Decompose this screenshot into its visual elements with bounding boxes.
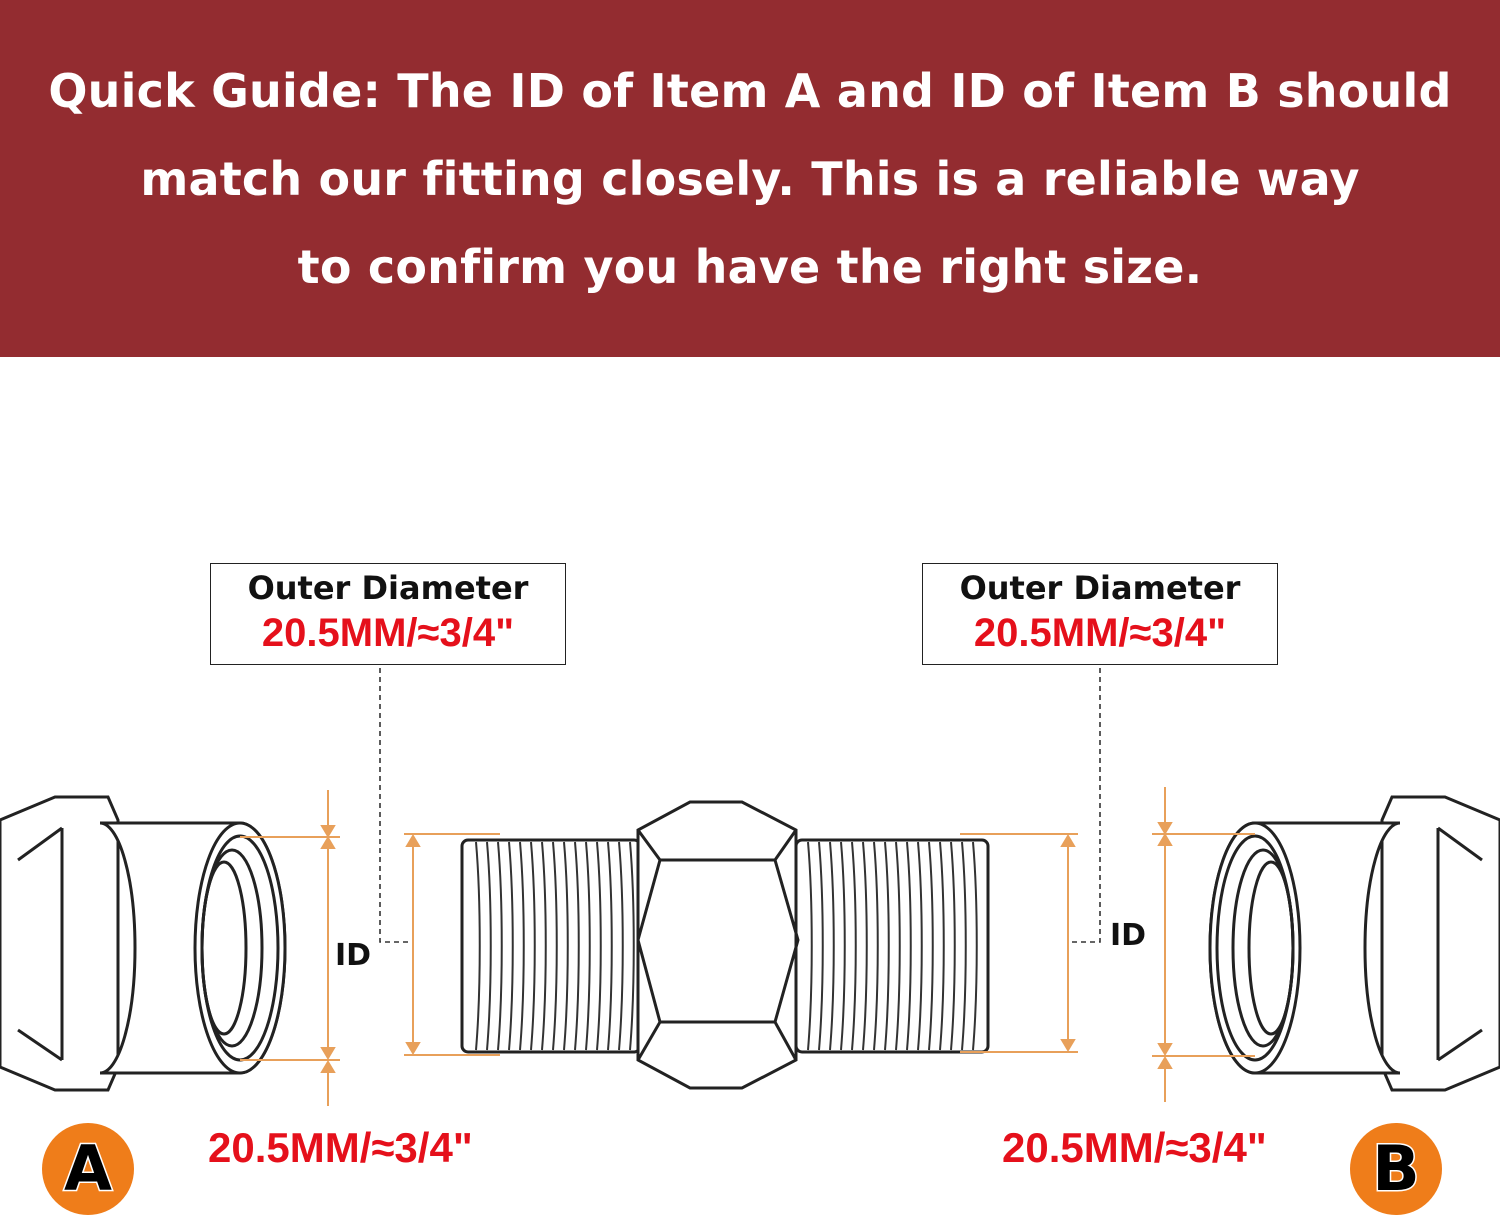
badge-b-letter: B xyxy=(1371,1132,1421,1205)
thread-ridge xyxy=(530,841,536,1051)
outer-diameter-label: Outer Diameter xyxy=(959,569,1241,607)
thread-ridge xyxy=(596,841,602,1051)
banner-line-3: to confirm you have the right size. xyxy=(297,239,1203,294)
thread-ridge xyxy=(873,841,879,1051)
thread-ridge xyxy=(552,841,558,1051)
thread-ridge xyxy=(574,841,580,1051)
thread-ridge xyxy=(629,841,635,1051)
outer-diameter-box-right: Outer Diameter 20.5MM/≈3/4" xyxy=(922,563,1278,665)
thread-ridge xyxy=(618,841,624,1051)
badge-a: A xyxy=(42,1123,134,1215)
thread-ridge xyxy=(818,841,824,1051)
measurement-a: 20.5MM/≈3/4" xyxy=(208,1124,473,1171)
thread-ridge xyxy=(475,841,481,1051)
thread-ridge xyxy=(950,841,956,1051)
thread-ridge xyxy=(840,841,846,1051)
thread-ridge xyxy=(972,841,978,1051)
thread-ridge xyxy=(541,841,547,1051)
thread-ridge xyxy=(807,841,813,1051)
thread-ridge xyxy=(862,841,868,1051)
id-label-right: ID xyxy=(1110,918,1147,953)
banner-line-1: Quick Guide: The ID of Item A and ID of … xyxy=(48,63,1452,118)
thread-lines xyxy=(475,841,978,1051)
header-banner: Quick Guide: The ID of Item A and ID of … xyxy=(0,0,1500,357)
banner-line-2: match our fitting closely. This is a rel… xyxy=(140,151,1360,206)
fitting-b-illustration xyxy=(1208,795,1500,1092)
hex-nipple-illustration xyxy=(460,800,990,1090)
thread-ridge xyxy=(486,841,492,1051)
thread-ridge xyxy=(961,841,967,1051)
thread-ridge xyxy=(917,841,923,1051)
outer-diameter-box-left: Outer Diameter 20.5MM/≈3/4" xyxy=(210,563,566,665)
thread-ridge xyxy=(607,841,613,1051)
thread-ridge xyxy=(519,841,525,1051)
badge-b: B xyxy=(1350,1123,1442,1215)
thread-ridge xyxy=(829,841,835,1051)
leader-lines xyxy=(379,668,1101,943)
thread-ridge xyxy=(585,841,591,1051)
thread-ridge xyxy=(939,841,945,1051)
thread-ridge xyxy=(906,841,912,1051)
dimension-lines xyxy=(240,787,1255,1106)
id-label-left: ID xyxy=(335,938,372,973)
thread-ridge xyxy=(895,841,901,1051)
outer-diameter-value: 20.5MM/≈3/4" xyxy=(973,611,1227,655)
outer-diameter-value: 20.5MM/≈3/4" xyxy=(261,611,515,655)
fitting-a-illustration xyxy=(0,795,287,1092)
thread-ridge xyxy=(884,841,890,1051)
thread-ridge xyxy=(508,841,514,1051)
thread-ridge xyxy=(851,841,857,1051)
thread-ridge xyxy=(563,841,569,1051)
outer-diameter-label: Outer Diameter xyxy=(247,569,529,607)
thread-ridge xyxy=(497,841,503,1051)
badge-a-letter: A xyxy=(63,1132,114,1205)
measurement-b: 20.5MM/≈3/4" xyxy=(1002,1124,1267,1171)
thread-ridge xyxy=(928,841,934,1051)
